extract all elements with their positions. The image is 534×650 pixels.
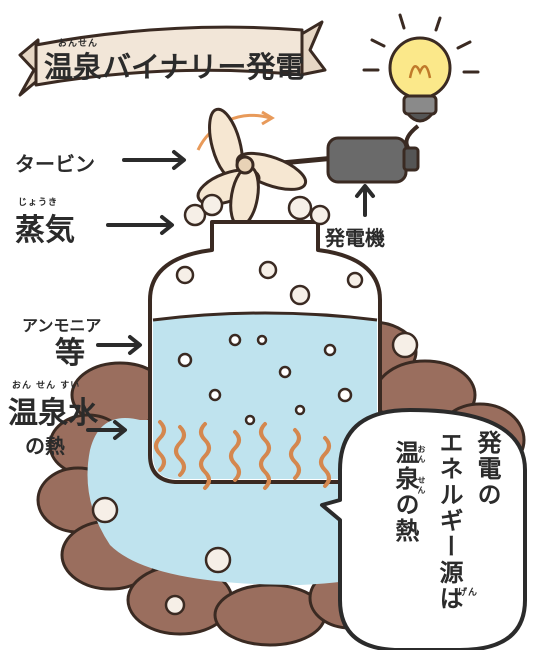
ammonia-label: アンモニア	[22, 316, 102, 335]
generator-icon	[259, 136, 420, 184]
bubble-column-1: 発電の	[473, 430, 501, 508]
arrow-icon	[86, 150, 375, 440]
steam-ruby: じょうき	[18, 198, 59, 208]
bubble-ruby-onsen: おん せん	[417, 445, 426, 496]
bubble-column-2: エネルギー源は	[435, 430, 463, 612]
bottle-icon	[148, 193, 382, 484]
page-title: 温泉バイナリー発電	[44, 50, 305, 84]
hotspring-water-ruby: おん せん すい	[12, 381, 81, 391]
steam-label: 蒸気	[15, 213, 75, 248]
ribbon-banner-icon	[18, 20, 327, 97]
bubble-column-3: 温泉の熱	[391, 440, 419, 544]
heat-label: の熱	[25, 434, 65, 458]
title-ruby: おんせん	[58, 39, 99, 49]
speech-bubble-shape	[320, 408, 527, 650]
generator-label: 発電機	[325, 226, 385, 250]
light-bulb-icon	[362, 13, 480, 152]
bubble-ruby-gen: げん	[458, 588, 479, 598]
fan-turbine-icon	[196, 107, 308, 228]
turbine-label: タービン	[15, 152, 95, 176]
ammonia-etc-label: 等	[55, 336, 85, 371]
hotspring-water-label: 温泉水	[8, 396, 98, 431]
